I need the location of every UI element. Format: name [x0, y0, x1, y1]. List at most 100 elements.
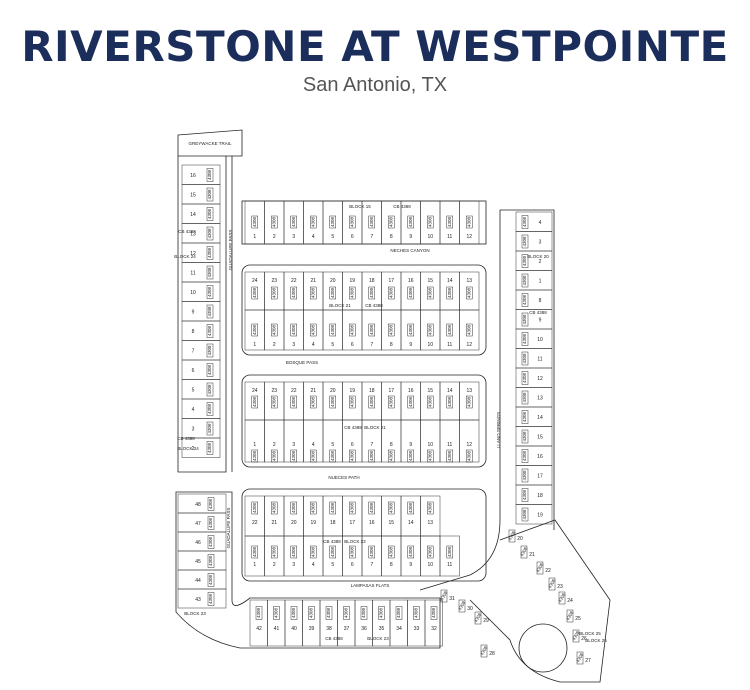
lot-west-15	[181, 184, 221, 205]
house-plan: 4308	[521, 215, 529, 229]
house-plan: 4308	[343, 606, 350, 620]
house-plan: 4308	[349, 323, 356, 337]
svg-text:4308: 4308	[291, 450, 296, 461]
svg-text:4308: 4308	[522, 431, 527, 442]
svg-text:4308: 4308	[208, 536, 213, 547]
lot-number: 10	[427, 342, 433, 348]
house-plan: 4308	[407, 545, 414, 559]
svg-text:4308: 4308	[439, 590, 449, 602]
svg-text:4308: 4308	[271, 396, 276, 407]
lot-number: 47	[195, 521, 201, 527]
house-plan: 4308	[368, 395, 375, 409]
house-plan: 4308	[206, 207, 214, 221]
lot-number: 10	[190, 290, 196, 296]
block-23-south: BLOCK 23	[367, 636, 389, 641]
lot-west-9	[181, 301, 221, 322]
block21-outline	[241, 374, 487, 468]
block-24-b: BLOCK 24	[177, 446, 199, 451]
house-plan: 4308	[557, 591, 567, 605]
house-plan: 4308	[360, 606, 368, 620]
svg-text:4308: 4308	[252, 546, 257, 557]
lot-number: 15	[537, 435, 543, 441]
house-plan: 4308	[290, 449, 297, 463]
house-plan: 4308	[388, 545, 395, 559]
svg-text:4308: 4308	[408, 396, 413, 407]
lot-number: 11	[447, 562, 452, 568]
lot-b20b-12	[459, 309, 480, 351]
svg-text:4308: 4308	[447, 324, 452, 335]
lot-number: 1	[253, 342, 256, 348]
svg-text:4308: 4308	[271, 324, 276, 335]
lot-b23s-39	[302, 599, 321, 647]
lot-number: 23	[557, 584, 563, 590]
cb-label: CB 4388	[393, 204, 411, 209]
house-plan: 4308	[290, 501, 297, 515]
svg-text:4308: 4308	[207, 423, 212, 434]
house-plan: 4308	[388, 501, 395, 515]
lot-number: 44	[195, 578, 201, 584]
house-plan: 4308	[395, 606, 403, 620]
lot-number: 14	[408, 520, 414, 526]
house-plan: 4308	[271, 449, 278, 463]
lot-number: 22	[545, 568, 551, 574]
svg-text:4308: 4308	[252, 287, 257, 298]
svg-text:4308: 4308	[349, 287, 354, 298]
lot-number: 3	[192, 427, 195, 433]
lot-b23w-43	[177, 588, 227, 609]
svg-text:4308: 4308	[522, 372, 527, 383]
svg-text:4308: 4308	[427, 324, 432, 335]
lot-b23s-32	[424, 599, 443, 647]
svg-text:4308: 4308	[252, 502, 257, 513]
house-plan: 4308	[407, 501, 414, 515]
lot-number: 13	[427, 520, 433, 526]
house-plan: 4308	[290, 606, 298, 620]
svg-text:4308: 4308	[252, 396, 257, 407]
house-plan: 4308	[446, 395, 453, 409]
lot-number: 40	[291, 626, 297, 632]
house-plan: 4308	[251, 545, 258, 559]
house-plan: 4308	[206, 402, 214, 416]
lot-number: 19	[349, 278, 355, 284]
lot-number: 18	[330, 520, 336, 526]
svg-text:4308: 4308	[208, 593, 213, 604]
house-plan: 4308	[368, 215, 375, 229]
house-plan: 4308	[430, 606, 438, 620]
house-plan: 4308	[446, 449, 453, 463]
lot-number: 24	[567, 598, 573, 604]
svg-text:4308: 4308	[522, 333, 527, 344]
block20-outline	[241, 264, 487, 356]
house-plan: 4308	[207, 535, 215, 549]
lot-number: 16	[190, 173, 196, 179]
svg-text:4308: 4308	[310, 216, 315, 227]
house-plan: 4308	[521, 371, 529, 385]
lot-number: 9	[409, 234, 412, 240]
lot-number: 21	[310, 278, 316, 284]
page-title: RIVERSTONE AT WESTPOINTE	[21, 22, 729, 71]
house-plan: 4308	[368, 286, 375, 300]
lot-number: 6	[351, 342, 354, 348]
svg-text:4308: 4308	[522, 470, 527, 481]
house-plan: 4308	[427, 395, 434, 409]
lot-number: 23	[271, 388, 277, 394]
house-plan: 4308	[368, 449, 375, 463]
house-plan: 4308	[251, 323, 258, 337]
svg-text:4308: 4308	[522, 275, 527, 286]
lot-number: 18	[369, 388, 375, 394]
lot-number: 19	[537, 513, 543, 519]
lot-number: 36	[361, 626, 367, 632]
cb-label: CB 4388	[177, 436, 195, 441]
lot-number: 16	[369, 520, 375, 526]
lot-number: 43	[195, 597, 201, 603]
lot-number: 32	[431, 626, 437, 632]
lot-number: 20	[291, 520, 297, 526]
lot-number: 9	[409, 442, 412, 448]
svg-text:4308: 4308	[271, 502, 276, 513]
house-plan: 4308	[466, 395, 473, 409]
svg-text:4308: 4308	[571, 630, 581, 642]
lot-number: 10	[427, 234, 433, 240]
svg-text:4308: 4308	[274, 607, 279, 618]
lot-number: 20	[330, 278, 336, 284]
svg-text:4308: 4308	[408, 546, 413, 557]
house-plan: 4308	[507, 529, 517, 543]
